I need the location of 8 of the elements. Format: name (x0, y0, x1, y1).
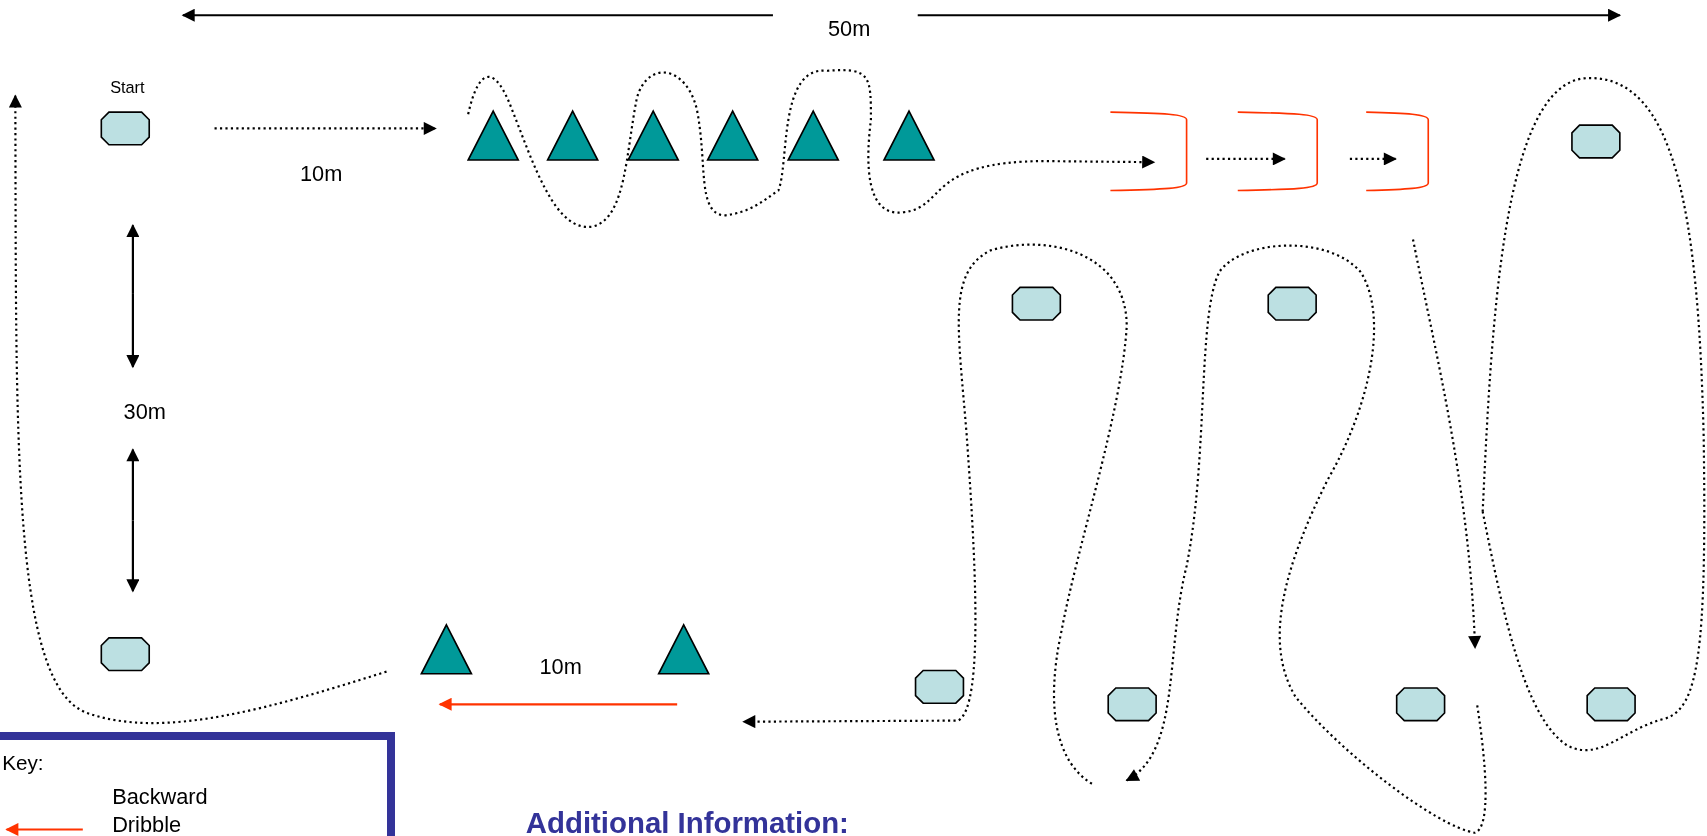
distance-label: 30m (123, 398, 166, 425)
key-title: Key: (2, 751, 44, 776)
distance-label: 10m (299, 161, 343, 188)
start-label: Start (110, 77, 145, 97)
distance-label: 50m (827, 16, 871, 43)
section-heading: Additional Information: (525, 805, 849, 836)
distance-label: 10m (539, 654, 582, 681)
legend-label: Backward Dribble (112, 782, 209, 836)
